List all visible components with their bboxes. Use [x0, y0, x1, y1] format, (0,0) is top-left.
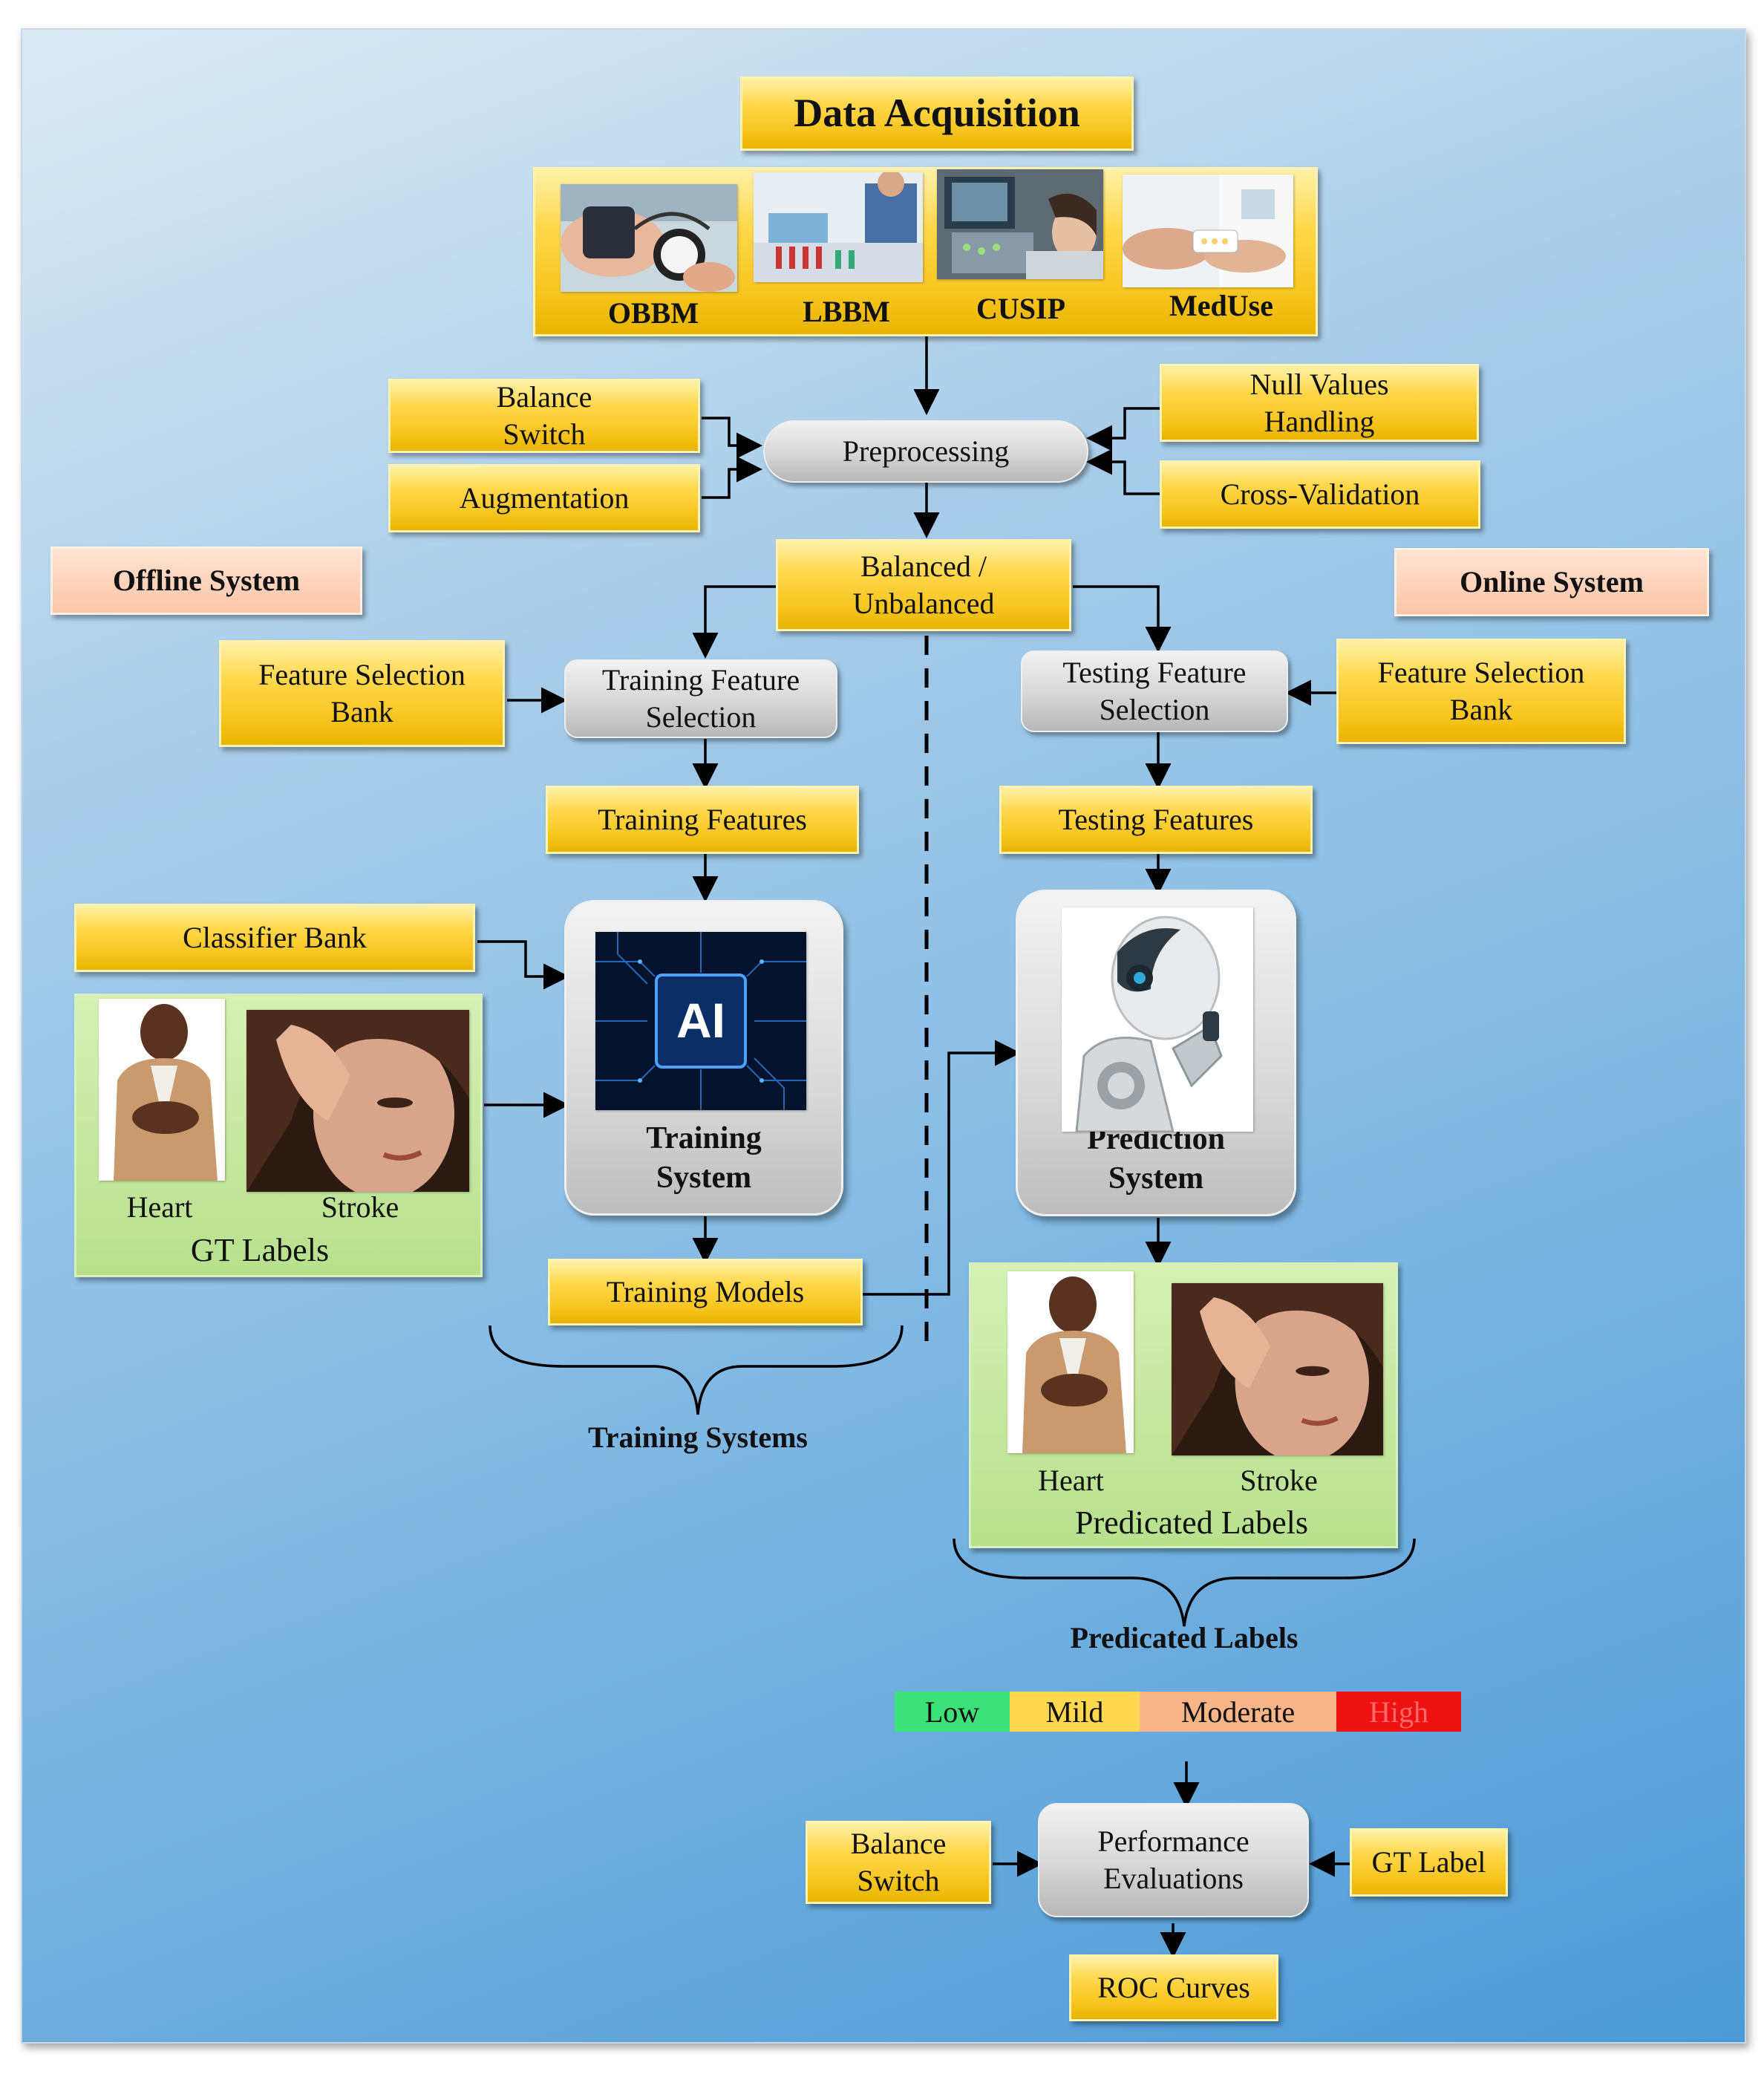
- gt-stroke-label: Stroke: [321, 1190, 399, 1224]
- testing-features-box: Testing Features: [999, 786, 1313, 854]
- blood-pressure-photo: [561, 184, 737, 292]
- pred-heart-patient-photo: [1007, 1271, 1134, 1453]
- ai-chip-icon: AI: [595, 932, 806, 1110]
- predicated-labels-label: Predicated Labels: [1070, 1621, 1298, 1654]
- balanced-unbalanced-box: Balanced / Unbalanced: [776, 539, 1071, 631]
- severity-low: Low: [895, 1692, 1010, 1732]
- source-label-lbbm: LBBM: [803, 295, 890, 328]
- lab-test-photo: [754, 172, 923, 282]
- roc-curves-box: ROC Curves: [1069, 1954, 1278, 2021]
- testing-feature-selection-box: Testing Feature Selection: [1021, 650, 1288, 732]
- gt-heart-label: Heart: [126, 1190, 193, 1224]
- online-system-label: Online System: [1394, 548, 1709, 616]
- pred-stroke-label: Stroke: [1240, 1464, 1318, 1497]
- eval-balance-switch-box: Balance Switch: [806, 1821, 991, 1904]
- heart-patient-photo: [99, 999, 225, 1181]
- pred-heart-label: Heart: [1038, 1464, 1104, 1497]
- eval-gt-label-box: GT Label: [1350, 1828, 1508, 1897]
- severity-moderate: Moderate: [1140, 1692, 1336, 1732]
- source-label-cusip: CUSIP: [976, 292, 1066, 325]
- source-label-obbm: OBBM: [607, 296, 699, 330]
- gt-labels-title: GT Labels: [190, 1232, 330, 1268]
- training-features-box: Training Features: [546, 786, 859, 854]
- training-models-box: Training Models: [548, 1259, 863, 1325]
- pred-labels-title: Predicated Labels: [1075, 1504, 1308, 1541]
- training-feature-selection-box: Training Feature Selection: [564, 659, 837, 738]
- offline-system-label: Offline System: [50, 547, 362, 615]
- augmentation-box: Augmentation: [388, 464, 700, 532]
- ai-chip-text: AI: [676, 993, 725, 1048]
- training-system-label: Training System: [646, 1121, 762, 1195]
- robot-thinking-icon: [1062, 907, 1253, 1132]
- ultrasound-photo: [937, 169, 1103, 279]
- severity-mild: Mild: [1010, 1692, 1140, 1732]
- medication-photo: [1123, 175, 1293, 287]
- cross-validation-box: Cross-Validation: [1160, 460, 1480, 529]
- severity-high: High: [1336, 1692, 1461, 1732]
- performance-evaluations-box: Performance Evaluations: [1038, 1803, 1309, 1917]
- data-acquisition-title: Data Acquisition: [740, 76, 1134, 151]
- training-systems-label: Training Systems: [588, 1421, 808, 1454]
- preprocessing-box: Preprocessing: [763, 420, 1088, 483]
- classifier-bank-box: Classifier Bank: [74, 904, 475, 972]
- balance-switch-box: Balance Switch: [388, 379, 700, 453]
- stroke-patient-photo: [246, 1010, 469, 1192]
- pred-stroke-patient-photo: [1172, 1283, 1383, 1455]
- null-values-box: Null Values Handling: [1160, 364, 1479, 442]
- source-label-meduse: MedUse: [1169, 289, 1273, 322]
- training-feature-bank-box: Feature Selection Bank: [219, 640, 505, 747]
- testing-feature-bank-box: Feature Selection Bank: [1336, 639, 1626, 744]
